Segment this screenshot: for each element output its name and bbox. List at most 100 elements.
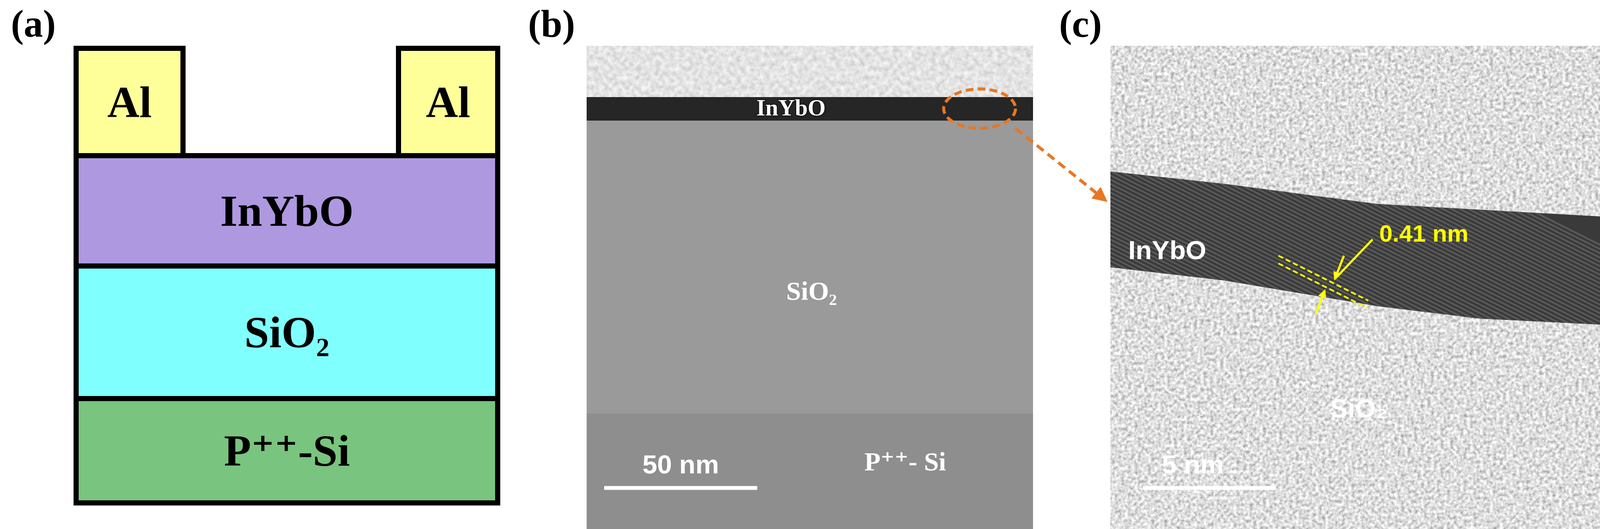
fringe-line xyxy=(1110,171,1600,417)
fringe-line xyxy=(1110,414,1600,529)
fringe-line xyxy=(1110,299,1600,529)
fringe-line xyxy=(1110,431,1600,529)
channel-layer: InYbO xyxy=(73,153,501,269)
fringe-line xyxy=(1110,384,1600,529)
fringe-line xyxy=(1110,312,1600,529)
fringe-line xyxy=(1110,277,1600,523)
spacing-label: 0.41 nm xyxy=(1379,221,1469,246)
fringe-line xyxy=(1110,209,1600,455)
fringe-marker xyxy=(1278,263,1369,309)
fringe-line xyxy=(1110,406,1600,529)
fringe-line xyxy=(1110,337,1600,529)
layer-label: InYbO xyxy=(756,96,826,120)
fringe-line xyxy=(1110,440,1600,529)
fringe-line xyxy=(1110,363,1600,529)
fringe-line xyxy=(1110,329,1600,529)
fringe-line xyxy=(1110,367,1600,529)
fringe-line xyxy=(1110,307,1600,529)
fringe-line xyxy=(1110,419,1600,529)
fringe-line xyxy=(1110,153,1600,399)
layer-label: SiO₂ xyxy=(786,277,838,305)
fringe-line xyxy=(1110,183,1600,429)
fringe-line xyxy=(1110,423,1600,529)
fringe-line xyxy=(1110,247,1600,493)
fringe-line xyxy=(1110,500,1600,529)
layer-label: SiO₂ xyxy=(1330,395,1388,422)
fringe-line xyxy=(1110,436,1600,529)
fringe-line xyxy=(1110,350,1600,529)
fringe-line xyxy=(1110,213,1600,459)
fringe-line xyxy=(1110,320,1600,529)
fringe-line xyxy=(1110,128,1600,374)
fringe-line xyxy=(1110,295,1600,529)
dielectric-layer: SiO₂ xyxy=(73,263,501,402)
fringe-line xyxy=(1110,504,1600,529)
fringe-line xyxy=(1110,410,1600,529)
fringe-line xyxy=(1110,119,1600,365)
panel-letter: (a) xyxy=(11,4,57,44)
fringe-line xyxy=(1110,222,1600,468)
fringe-line xyxy=(1110,470,1600,529)
hrtem-background xyxy=(1110,45,1600,529)
layer-label: SiO₂ xyxy=(244,309,330,355)
fringe-line xyxy=(1110,389,1600,529)
fringe-line xyxy=(1110,200,1600,446)
fringe-line xyxy=(1110,192,1600,438)
spacing-arrow xyxy=(1334,255,1344,279)
panel-letter: (b) xyxy=(528,4,576,44)
fringe-line xyxy=(1110,342,1600,529)
fringe-line xyxy=(1110,359,1600,529)
fringe-line xyxy=(1110,230,1600,476)
panel-letter: (c) xyxy=(1059,4,1102,44)
electrode-box: Al xyxy=(73,45,186,159)
substrate-layer: P⁺⁺-Si xyxy=(73,395,501,506)
fringe-line xyxy=(1110,393,1600,529)
fringe-line xyxy=(1110,376,1600,529)
fringe-line xyxy=(1110,239,1600,485)
layer-label: P⁺⁺-Si xyxy=(224,428,351,473)
fringe-line xyxy=(1110,269,1600,515)
electrode-box: Al xyxy=(395,45,501,159)
fringe-line xyxy=(1110,123,1600,370)
fringe-line xyxy=(1110,444,1600,529)
fringe-line xyxy=(1110,243,1600,489)
fringe-line xyxy=(1110,179,1600,425)
scale-bar xyxy=(1142,486,1276,491)
fringe-line xyxy=(1110,158,1600,404)
leader-line xyxy=(1334,239,1373,279)
fringe-line xyxy=(1110,483,1600,529)
layer-label: Al xyxy=(107,79,152,125)
fringe-line xyxy=(1110,115,1600,361)
lattice-fringes xyxy=(1110,0,1600,529)
fringe-line xyxy=(1110,474,1600,529)
tem-image xyxy=(586,45,1034,529)
spacing-arrow xyxy=(1316,290,1325,313)
scale-label: 50 nm xyxy=(642,451,719,478)
fringe-line xyxy=(1110,478,1600,529)
fringe-line xyxy=(1110,487,1600,529)
fringe-line xyxy=(1110,235,1600,481)
fringe-line xyxy=(1110,324,1600,529)
fringe-line xyxy=(1110,491,1600,529)
fringe-line xyxy=(1110,495,1600,529)
fringe-line xyxy=(1110,136,1600,382)
fringe-line xyxy=(1110,448,1600,529)
fringe-line xyxy=(1110,354,1600,529)
fringe-line xyxy=(1110,286,1600,529)
fringe-line xyxy=(1110,166,1600,412)
fringe-line xyxy=(1110,333,1600,529)
zoom-ellipse xyxy=(943,88,1016,129)
fringe-line xyxy=(1110,273,1600,519)
fringe-line xyxy=(1110,316,1600,529)
fringe-line xyxy=(1110,226,1600,472)
hrtem-image xyxy=(1110,0,1600,529)
fringe-line xyxy=(1110,282,1600,528)
layer-label: Al xyxy=(425,79,471,125)
fringe-line xyxy=(1110,380,1600,529)
fringe-line xyxy=(1110,188,1600,434)
scale-bar xyxy=(604,486,758,491)
fringe-line xyxy=(1110,162,1600,408)
fringe-line xyxy=(1110,205,1600,451)
zoom-arrow xyxy=(1015,128,1106,201)
fringe-line xyxy=(1110,290,1600,529)
